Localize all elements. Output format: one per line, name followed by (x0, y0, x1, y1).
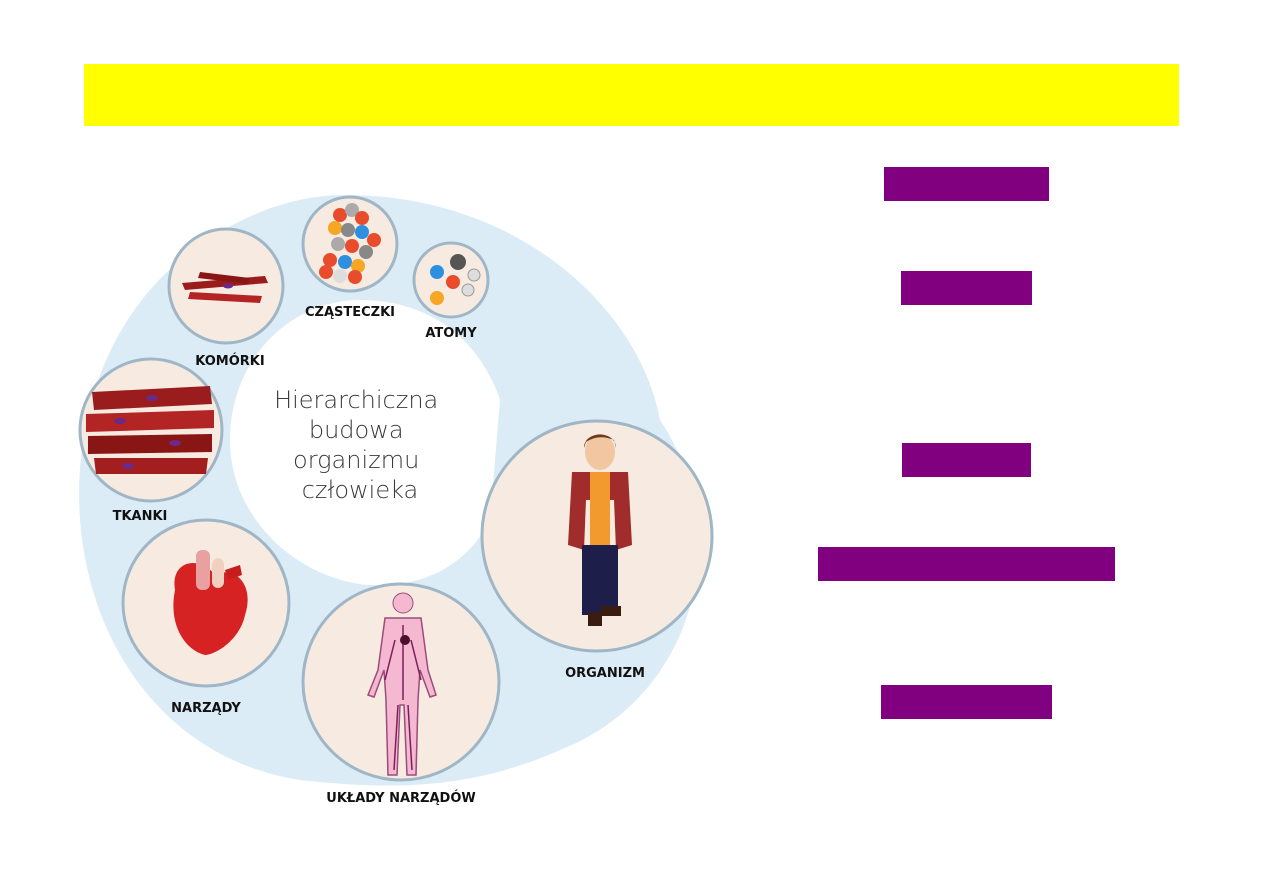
level-atomy: ATOMY (412, 241, 490, 341)
label-uklady: UKŁADY NARZĄDÓW (326, 790, 475, 806)
center-title-line-1: Hierarchiczna (274, 386, 438, 414)
center-title-line-2: budowa (309, 416, 404, 444)
center-title-line-3: organizmu (293, 446, 419, 474)
center-title-line-4: człowieka (302, 476, 419, 504)
human-boy-icon (568, 434, 632, 626)
label-organizm: ORGANIZM (565, 666, 645, 681)
label-tkanki: TKANKI (113, 509, 168, 524)
title-bar (84, 64, 1179, 126)
level-uklady: UKŁADY NARZĄDÓW (301, 582, 501, 806)
heart-icon (173, 550, 248, 655)
center-title: Hierarchiczna budowa organizmu człowieka (274, 386, 446, 504)
label-atomy: ATOMY (425, 326, 477, 341)
level-narzady: NARZĄDY (121, 518, 291, 716)
muscle-cells-icon (182, 272, 268, 303)
label-narzady: NARZĄDY (171, 701, 241, 716)
answer-box-4[interactable] (818, 547, 1115, 581)
answer-box-3[interactable] (902, 443, 1031, 477)
answer-box-2[interactable] (901, 271, 1032, 305)
hierarchy-diagram: Hierarchiczna budowa organizmu człowieka… (78, 195, 714, 806)
atoms-icon (430, 254, 481, 305)
circulatory-system-icon (367, 592, 437, 776)
muscle-tissue-icon (86, 386, 214, 474)
molecule-icon (319, 203, 381, 284)
answer-box-1[interactable] (884, 167, 1049, 201)
answer-box-5[interactable] (881, 685, 1052, 719)
level-czasteczki: CZĄSTECZKI (301, 195, 399, 320)
level-organizm: ORGANIZM (480, 419, 714, 681)
label-komorki: KOMÓRKI (195, 353, 264, 369)
level-tkanki: TKANKI (78, 357, 224, 524)
label-czasteczki: CZĄSTECZKI (305, 305, 395, 320)
level-komorki: KOMÓRKI (167, 227, 285, 369)
